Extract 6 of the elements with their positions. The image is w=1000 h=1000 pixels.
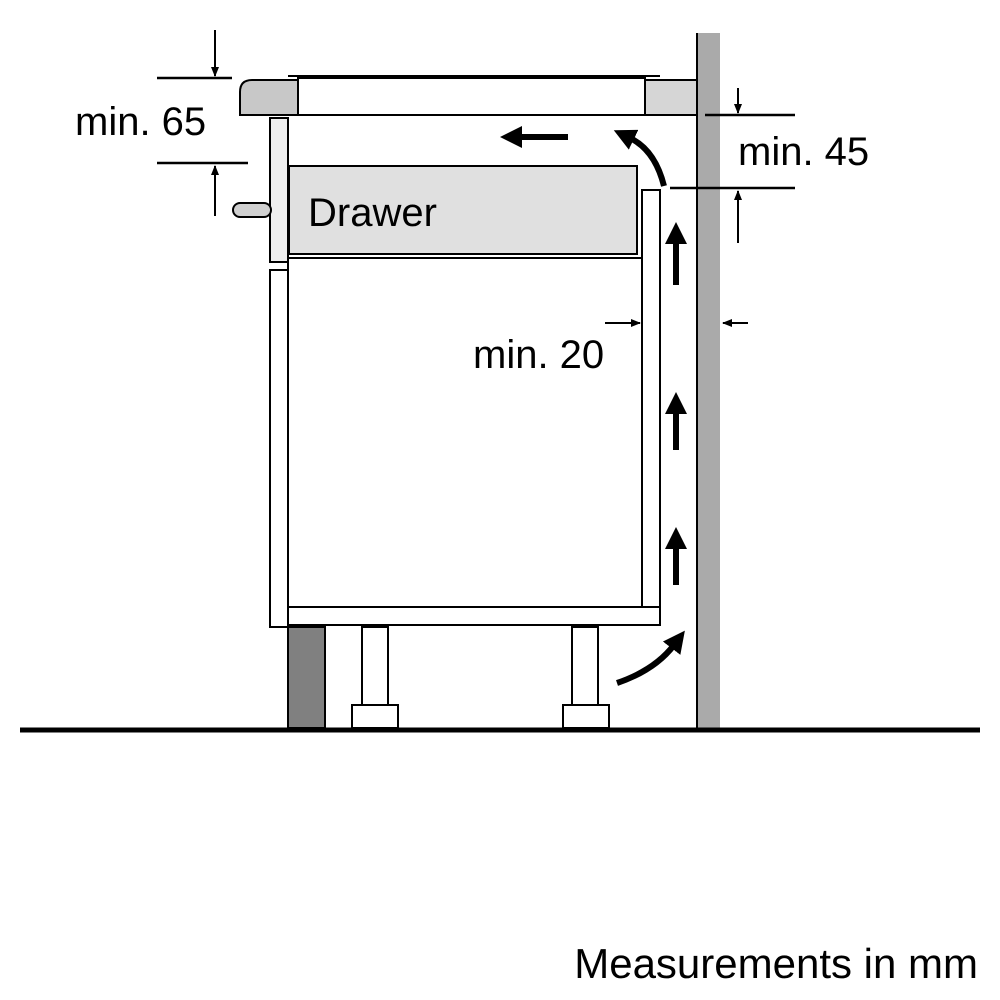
dimension-label: min. 20 xyxy=(473,333,604,377)
dimension-label: min. 45 xyxy=(738,130,870,174)
drawer-front xyxy=(288,165,638,255)
drawer-label: Drawer xyxy=(308,191,437,235)
dimension-label: min. 65 xyxy=(75,100,206,144)
caption: Measurements in mm xyxy=(574,942,978,986)
